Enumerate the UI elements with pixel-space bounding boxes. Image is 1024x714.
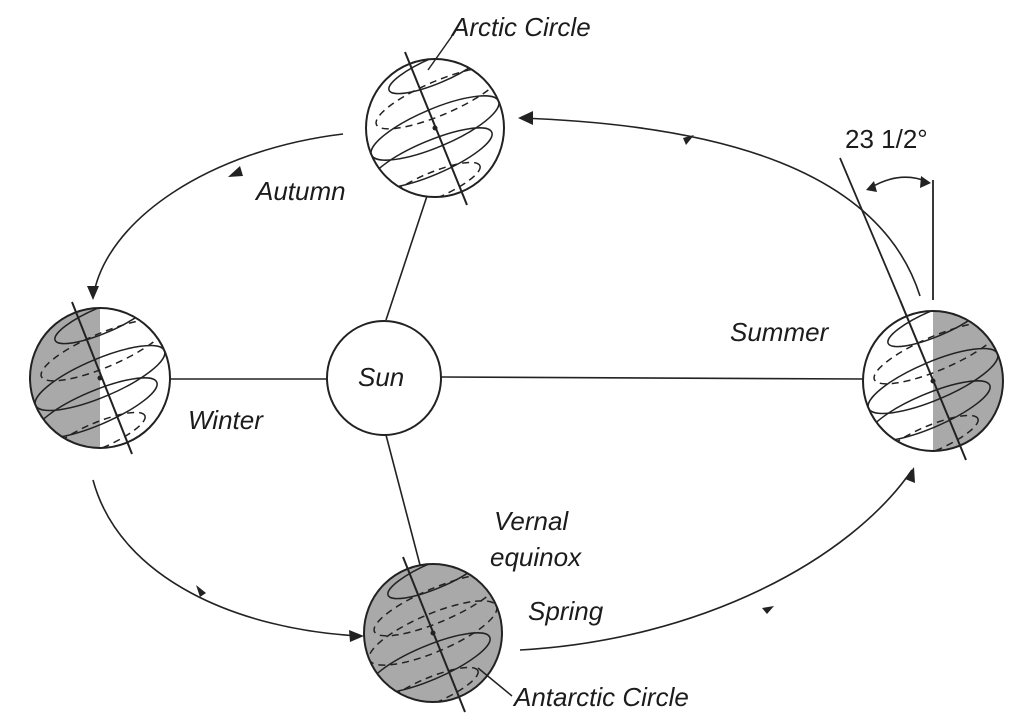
orbit-arc-spring-to-summer [519, 469, 913, 651]
arrow-autumn-to-winter [228, 166, 243, 177]
arctic-circle-label: Arctic Circle [452, 12, 591, 42]
globe-summer [862, 299, 1004, 461]
arrow-to-spring [349, 630, 364, 642]
arrow-to-winter [87, 286, 99, 300]
tilt-angle-indicator [839, 157, 934, 301]
spring-label: Spring [528, 596, 604, 626]
orbit-direction-arrows [87, 111, 915, 642]
antarctic-circle-leader [477, 667, 513, 697]
tilt-angle-label: 23 1/2° [845, 124, 928, 154]
arctic-circle-leader [427, 35, 453, 71]
arrow-winter-mid [196, 585, 206, 597]
sun-circle [326, 320, 442, 436]
winter-label: Winter [188, 405, 263, 435]
arrow-midtop [683, 135, 694, 145]
arrow-spring-mid [762, 606, 774, 614]
vernal-label: Vernal [494, 506, 569, 536]
orbit-arc-winter-to-spring [92, 479, 361, 637]
ray-to-autumn [385, 195, 428, 321]
tilt-axis-extension [839, 157, 901, 301]
orbit-path [92, 117, 921, 651]
ray-to-summer [440, 376, 865, 380]
autumn-label: Autumn [256, 176, 346, 206]
arrow-to-summer [905, 467, 915, 483]
globe-autumn [365, 51, 505, 206]
equinox-label: equinox [490, 542, 582, 572]
summer-label: Summer [730, 317, 829, 347]
tilt-angle-arc [869, 176, 929, 189]
globe-winter [29, 301, 171, 455]
sun-rays [168, 195, 865, 566]
orbit-arc-autumn-to-winter [92, 133, 344, 299]
globe-spring [363, 556, 503, 713]
arrow-summer-to-autumn [518, 111, 533, 125]
sun-label: Sun [358, 362, 405, 392]
orbit-arc-summer-to-autumn [519, 117, 921, 297]
antarctic-circle-label: Antarctic Circle [514, 682, 689, 712]
ray-to-spring [385, 434, 421, 566]
